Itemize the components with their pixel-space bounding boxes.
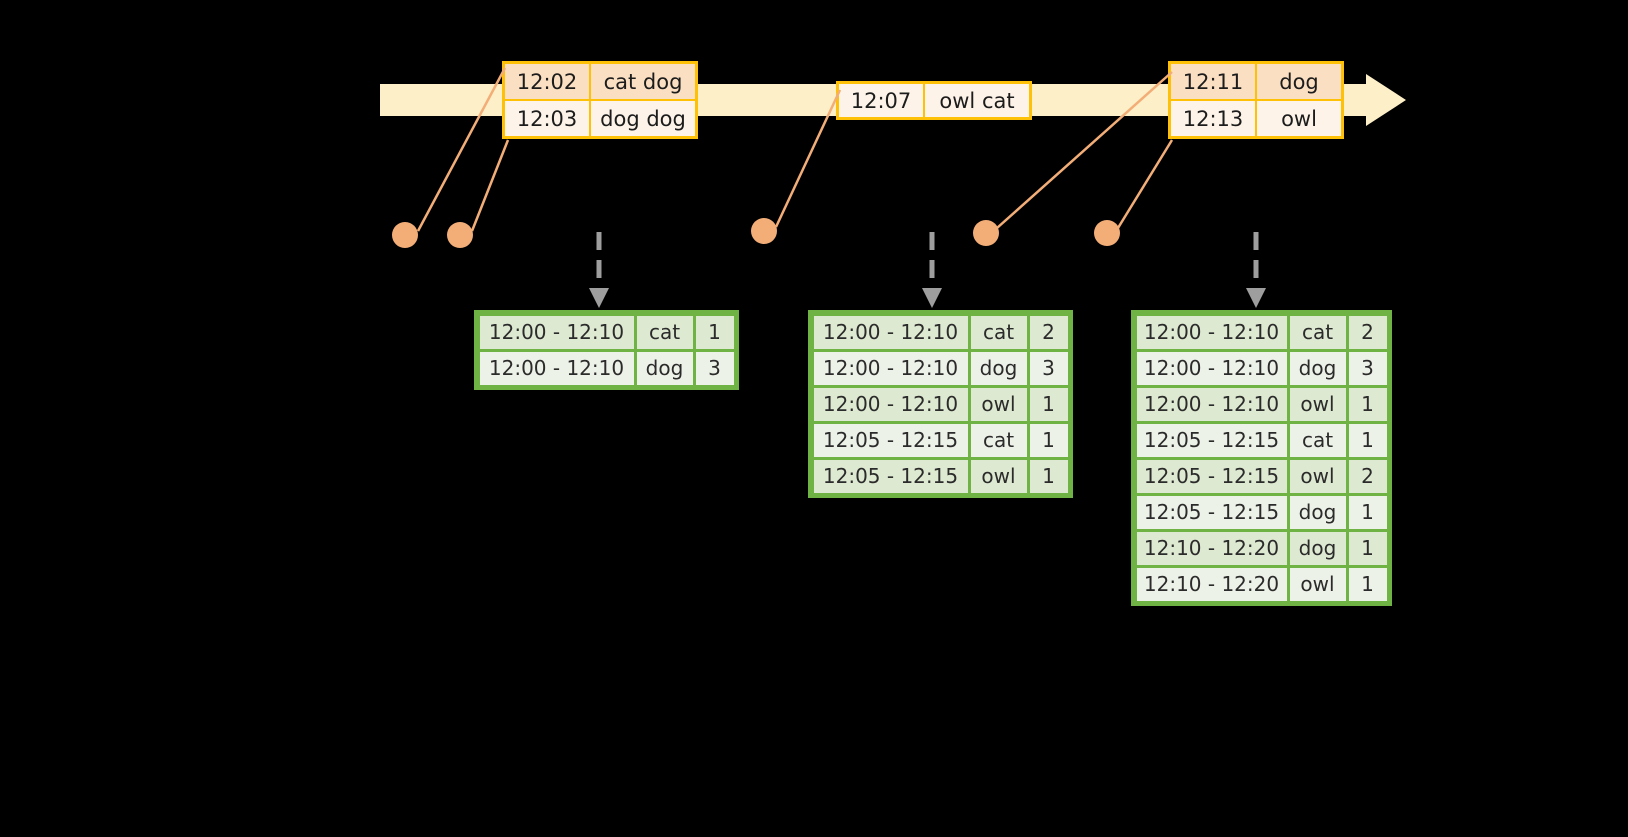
marker-dot-1[interactable] bbox=[392, 222, 418, 248]
event-group-3[interactable]: 12:11 dog 12:13 owl bbox=[1168, 61, 1344, 139]
cell-count: 1 bbox=[1029, 423, 1068, 457]
table-row[interactable]: 12:00 - 12:10 cat 2 bbox=[812, 314, 1069, 350]
event-row[interactable]: 12:11 dog bbox=[1171, 64, 1341, 99]
event-value: cat dog bbox=[589, 64, 695, 99]
cell-key: dog bbox=[1289, 495, 1346, 529]
cell-key: dog bbox=[970, 351, 1027, 385]
event-time: 12:02 bbox=[505, 64, 589, 99]
leader-line-1 bbox=[416, 67, 507, 232]
cell-window: 12:05 - 12:15 bbox=[1136, 459, 1287, 493]
cell-count: 1 bbox=[1029, 387, 1068, 421]
cell-window: 12:00 - 12:10 bbox=[813, 351, 968, 385]
event-value: owl cat bbox=[923, 84, 1029, 117]
table-row[interactable]: 12:10 - 12:20 dog 1 bbox=[1135, 530, 1388, 566]
table-row[interactable]: 12:00 - 12:10 dog 3 bbox=[1135, 350, 1388, 386]
dashed-arrow-3 bbox=[1246, 232, 1266, 308]
table-row[interactable]: 12:05 - 12:15 cat 1 bbox=[812, 422, 1069, 458]
cell-window: 12:10 - 12:20 bbox=[1136, 567, 1287, 601]
cell-count: 2 bbox=[1348, 315, 1387, 349]
cell-key: dog bbox=[1289, 531, 1346, 565]
event-value: dog bbox=[1255, 64, 1341, 99]
table-row[interactable]: 12:05 - 12:15 dog 1 bbox=[1135, 494, 1388, 530]
cell-count: 1 bbox=[1348, 387, 1387, 421]
event-group-2[interactable]: 12:07 owl cat bbox=[836, 81, 1032, 120]
timeline-arrow-head bbox=[1366, 74, 1406, 126]
cell-key: cat bbox=[970, 315, 1027, 349]
cell-count: 1 bbox=[1348, 567, 1387, 601]
cell-count: 3 bbox=[1348, 351, 1387, 385]
leader-line-4 bbox=[996, 71, 1173, 229]
cell-count: 3 bbox=[695, 351, 734, 385]
leader-lines bbox=[416, 67, 1174, 232]
table-row[interactable]: 12:05 - 12:15 owl 2 bbox=[1135, 458, 1388, 494]
event-row[interactable]: 12:02 cat dog bbox=[505, 64, 695, 99]
cell-count: 2 bbox=[1348, 459, 1387, 493]
event-row[interactable]: 12:07 owl cat bbox=[839, 84, 1029, 117]
marker-dot-5[interactable] bbox=[1094, 220, 1120, 246]
cell-key: dog bbox=[636, 351, 693, 385]
marker-dot-4[interactable] bbox=[973, 220, 999, 246]
table-row[interactable]: 12:00 - 12:10 cat 2 bbox=[1135, 314, 1388, 350]
event-time: 12:07 bbox=[839, 84, 923, 117]
result-table-3[interactable]: 12:00 - 12:10 cat 2 12:00 - 12:10 dog 3 … bbox=[1131, 310, 1392, 606]
cell-window: 12:05 - 12:15 bbox=[813, 423, 968, 457]
cell-key: cat bbox=[636, 315, 693, 349]
cell-window: 12:00 - 12:10 bbox=[1136, 315, 1287, 349]
table-row[interactable]: 12:00 - 12:10 dog 3 bbox=[812, 350, 1069, 386]
cell-window: 12:00 - 12:10 bbox=[479, 351, 634, 385]
cell-key: owl bbox=[1289, 387, 1346, 421]
event-time: 12:13 bbox=[1171, 101, 1255, 136]
cell-key: owl bbox=[970, 459, 1027, 493]
dashed-arrow-1 bbox=[589, 232, 609, 308]
table-row[interactable]: 12:05 - 12:15 cat 1 bbox=[1135, 422, 1388, 458]
event-row[interactable]: 12:03 dog dog bbox=[505, 99, 695, 136]
cell-window: 12:05 - 12:15 bbox=[1136, 423, 1287, 457]
cell-key: cat bbox=[1289, 423, 1346, 457]
event-row[interactable]: 12:13 owl bbox=[1171, 99, 1341, 136]
cell-key: owl bbox=[1289, 459, 1346, 493]
table-row[interactable]: 12:10 - 12:20 owl 1 bbox=[1135, 566, 1388, 602]
cell-key: owl bbox=[970, 387, 1027, 421]
cell-key: cat bbox=[1289, 315, 1346, 349]
cell-count: 1 bbox=[1348, 495, 1387, 529]
cell-key: dog bbox=[1289, 351, 1346, 385]
cell-count: 3 bbox=[1029, 351, 1068, 385]
event-value: dog dog bbox=[589, 101, 695, 136]
result-table-2[interactable]: 12:00 - 12:10 cat 2 12:00 - 12:10 dog 3 … bbox=[808, 310, 1073, 498]
event-time: 12:03 bbox=[505, 101, 589, 136]
event-group-1[interactable]: 12:02 cat dog 12:03 dog dog bbox=[502, 61, 698, 139]
event-time: 12:11 bbox=[1171, 64, 1255, 99]
table-row[interactable]: 12:00 - 12:10 dog 3 bbox=[478, 350, 735, 386]
cell-window: 12:00 - 12:10 bbox=[813, 387, 968, 421]
table-row[interactable]: 12:00 - 12:10 cat 1 bbox=[478, 314, 735, 350]
cell-window: 12:00 - 12:10 bbox=[1136, 351, 1287, 385]
result-table-1[interactable]: 12:00 - 12:10 cat 1 12:00 - 12:10 dog 3 bbox=[474, 310, 739, 390]
cell-count: 1 bbox=[695, 315, 734, 349]
cell-count: 1 bbox=[1029, 459, 1068, 493]
leader-line-5 bbox=[1116, 139, 1174, 229]
table-row[interactable]: 12:00 - 12:10 owl 1 bbox=[812, 386, 1069, 422]
leader-line-3 bbox=[774, 89, 842, 228]
cell-window: 12:10 - 12:20 bbox=[1136, 531, 1287, 565]
marker-dot-2[interactable] bbox=[447, 222, 473, 248]
cell-window: 12:00 - 12:10 bbox=[1136, 387, 1287, 421]
leader-line-2 bbox=[470, 139, 510, 232]
dashed-arrow-2 bbox=[922, 232, 942, 308]
table-row[interactable]: 12:00 - 12:10 owl 1 bbox=[1135, 386, 1388, 422]
cell-window: 12:00 - 12:10 bbox=[813, 315, 968, 349]
cell-key: cat bbox=[970, 423, 1027, 457]
cell-count: 1 bbox=[1348, 423, 1387, 457]
cell-window: 12:05 - 12:15 bbox=[1136, 495, 1287, 529]
cell-window: 12:00 - 12:10 bbox=[479, 315, 634, 349]
event-value: owl bbox=[1255, 101, 1341, 136]
cell-count: 2 bbox=[1029, 315, 1068, 349]
marker-dot-3[interactable] bbox=[751, 218, 777, 244]
cell-window: 12:05 - 12:15 bbox=[813, 459, 968, 493]
table-row[interactable]: 12:05 - 12:15 owl 1 bbox=[812, 458, 1069, 494]
cell-key: owl bbox=[1289, 567, 1346, 601]
cell-count: 1 bbox=[1348, 531, 1387, 565]
